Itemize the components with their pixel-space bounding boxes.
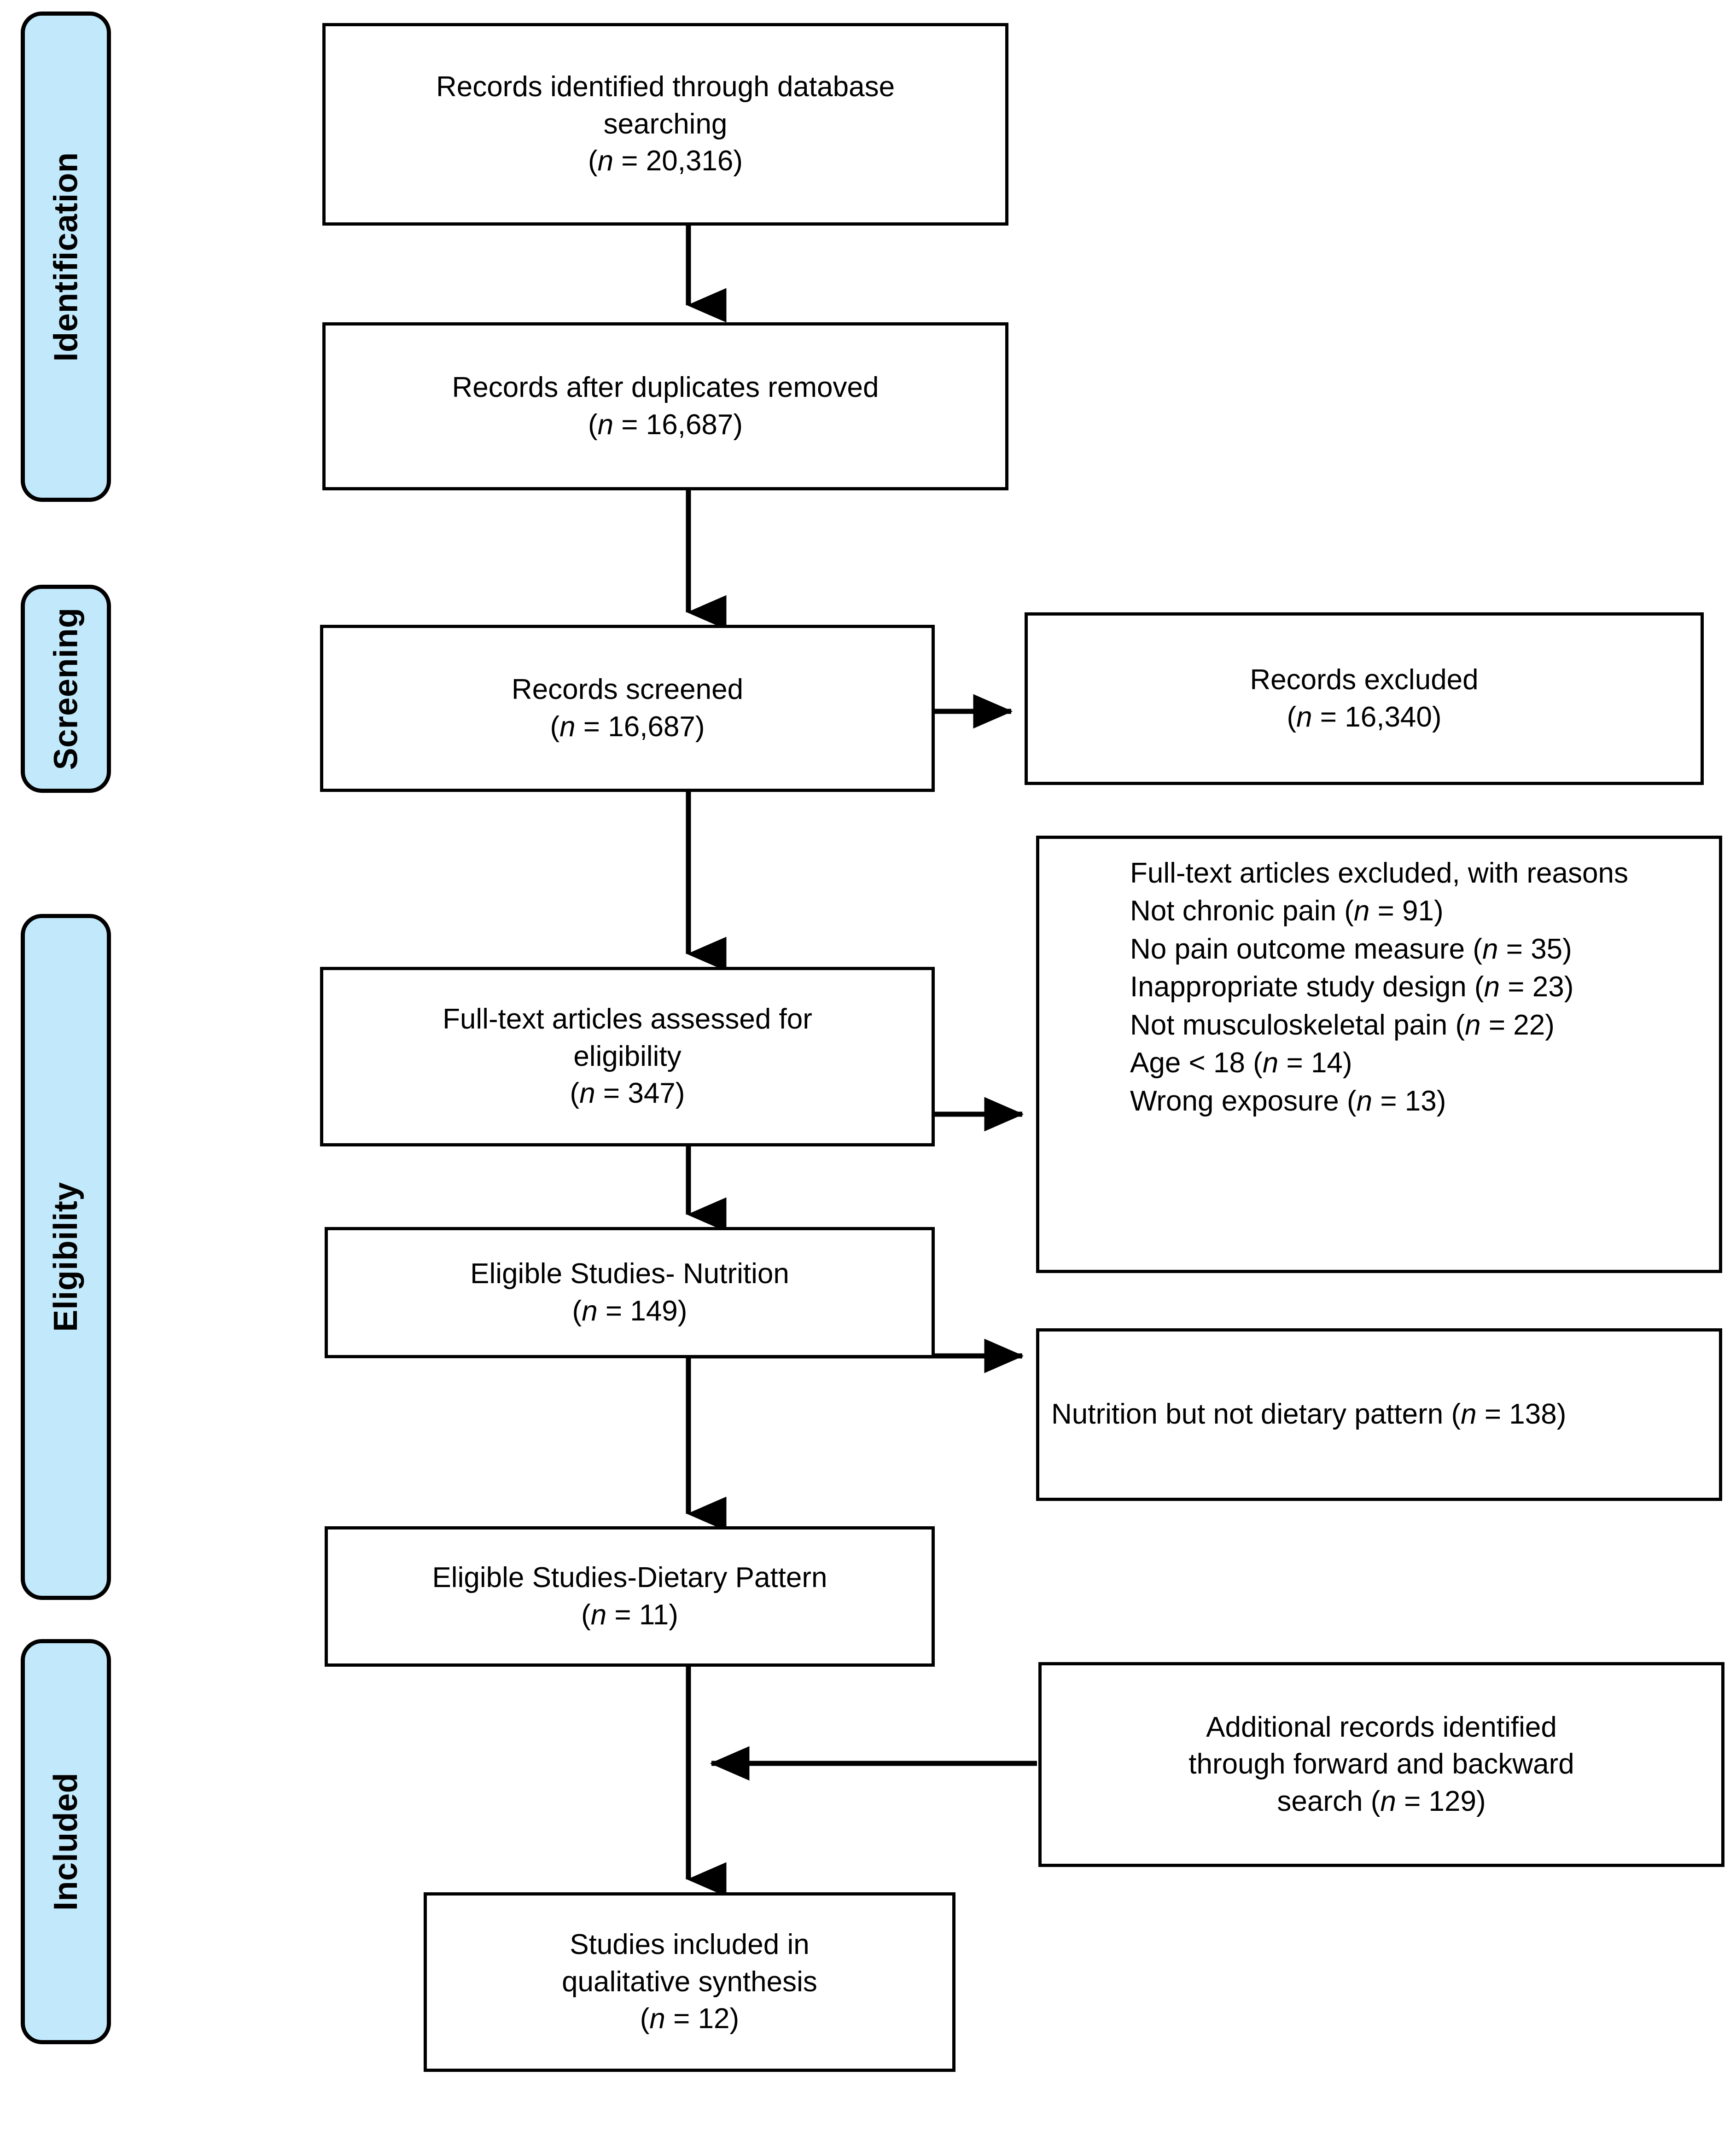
box-records-screened-text: Records screened (n = 16,687) xyxy=(512,671,743,745)
fulltext-assessed-value: 347 xyxy=(628,1077,676,1110)
reason-item: Not chronic pain (n = 91) xyxy=(1130,895,1444,927)
reason-item: Inappropriate study design (n = 23) xyxy=(1130,971,1574,1003)
eligible-nutrition-line1: Eligible Studies- Nutrition xyxy=(470,1257,789,1290)
box-eligible-dietary-text: Eligible Studies-Dietary Pattern (n = 11… xyxy=(432,1559,827,1634)
n-symbol: n xyxy=(559,710,576,743)
box-fulltext-assessed-text: Full-text articles assessed for eligibil… xyxy=(443,1001,812,1112)
records-excluded-count: (n = 16,340) xyxy=(1287,701,1442,733)
box-records-screened: Records screened (n = 16,687) xyxy=(320,625,935,792)
studies-included-count: (n = 12) xyxy=(640,2003,740,2035)
reason-item: No pain outcome measure (n = 35) xyxy=(1130,933,1572,965)
eligible-nutrition-value: 149 xyxy=(630,1295,678,1327)
nutrition-not-dietary-after: = 138) xyxy=(1476,1398,1567,1431)
n-symbol: n xyxy=(579,1077,595,1110)
reason-value: 13 xyxy=(1404,1085,1437,1117)
records-identified-count: (n = 20,316) xyxy=(588,145,743,177)
n-symbol: n xyxy=(1380,1785,1396,1817)
records-screened-count: (n = 16,687) xyxy=(550,710,705,743)
box-eligible-nutrition-text: Eligible Studies- Nutrition (n = 149) xyxy=(470,1256,789,1330)
box-fulltext-assessed: Full-text articles assessed for eligibil… xyxy=(320,967,935,1146)
records-after-duplicates-value: 16,687 xyxy=(646,408,734,441)
reason-value: 91 xyxy=(1402,895,1434,927)
n-symbol: n xyxy=(1484,971,1500,1003)
studies-included-line2: qualitative synthesis xyxy=(562,1966,817,1998)
reason-item: Wrong exposure (n = 13) xyxy=(1130,1085,1446,1117)
additional-records-before: search ( xyxy=(1277,1785,1381,1817)
n-symbol: n xyxy=(1262,1047,1279,1079)
fulltext-assessed-count: (n = 347) xyxy=(570,1077,685,1110)
stage-bar-eligibility: Eligibility xyxy=(21,914,111,1600)
records-after-duplicates-line1: Records after duplicates removed xyxy=(452,371,879,403)
stage-label-identification: Identification xyxy=(47,152,84,361)
reason-value: 22 xyxy=(1513,1009,1545,1041)
box-studies-included-text: Studies included in qualitative synthesi… xyxy=(562,1926,817,2038)
records-identified-line2: searching xyxy=(603,108,728,140)
fulltext-excluded-heading: Full-text articles excluded, with reason… xyxy=(1130,857,1628,889)
reason-label: Not chronic pain xyxy=(1130,895,1337,927)
box-records-after-duplicates: Records after duplicates removed (n = 16… xyxy=(322,322,1008,490)
reason-label: Not musculoskeletal pain xyxy=(1130,1009,1448,1041)
box-eligible-nutrition: Eligible Studies- Nutrition (n = 149) xyxy=(325,1227,935,1358)
reason-label: Age < 18 xyxy=(1130,1047,1245,1079)
stage-bar-screening: Screening xyxy=(21,585,111,793)
box-additional-records: Additional records identified through fo… xyxy=(1038,1662,1724,1867)
box-studies-included: Studies included in qualitative synthesi… xyxy=(424,1892,955,2072)
box-fulltext-excluded-text: Full-text articles excluded, with reason… xyxy=(1130,855,1628,1120)
box-additional-records-text: Additional records identified through fo… xyxy=(1188,1709,1574,1820)
stage-bar-identification: Identification xyxy=(21,12,111,502)
reason-item: Age < 18 (n = 14) xyxy=(1130,1047,1352,1079)
n-symbol: n xyxy=(1465,1009,1481,1041)
stage-label-screening: Screening xyxy=(47,607,84,770)
stage-label-included: Included xyxy=(47,1772,85,1911)
records-identified-value: 20,316 xyxy=(646,145,734,177)
reason-item: Not musculoskeletal pain (n = 22) xyxy=(1130,1009,1555,1041)
box-nutrition-not-dietary-text: Nutrition but not dietary pattern (n = 1… xyxy=(1051,1396,1566,1433)
n-symbol: n xyxy=(1482,933,1498,965)
records-identified-line1: Records identified through database xyxy=(436,71,895,103)
n-symbol: n xyxy=(1461,1398,1477,1431)
box-eligible-dietary: Eligible Studies-Dietary Pattern (n = 11… xyxy=(325,1526,935,1667)
box-records-identified: Records identified through database sear… xyxy=(322,23,1008,226)
box-records-excluded-text: Records excluded (n = 16,340) xyxy=(1250,662,1478,736)
reason-value: 14 xyxy=(1311,1047,1343,1079)
fulltext-assessed-line2: eligibility xyxy=(573,1040,682,1072)
nutrition-not-dietary-before: Nutrition but not dietary pattern ( xyxy=(1051,1398,1461,1431)
box-nutrition-not-dietary: Nutrition but not dietary pattern (n = 1… xyxy=(1036,1328,1722,1501)
records-excluded-value: 16,340 xyxy=(1345,701,1432,733)
fulltext-assessed-line1: Full-text articles assessed for xyxy=(443,1003,812,1035)
eligible-dietary-value: 11 xyxy=(639,1599,669,1631)
records-screened-line1: Records screened xyxy=(511,673,744,705)
records-screened-value: 16,687 xyxy=(608,710,695,743)
studies-included-line1: Studies included in xyxy=(570,1929,810,1961)
n-symbol: n xyxy=(1296,701,1312,733)
additional-records-after: = 129) xyxy=(1396,1785,1486,1817)
records-after-duplicates-count: (n = 16,687) xyxy=(588,408,743,441)
box-records-excluded: Records excluded (n = 16,340) xyxy=(1025,612,1704,785)
additional-records-line2: through forward and backward xyxy=(1188,1748,1574,1780)
box-records-identified-text: Records identified through database sear… xyxy=(436,69,895,180)
box-records-after-duplicates-text: Records after duplicates removed (n = 16… xyxy=(452,369,879,443)
reason-label: No pain outcome measure xyxy=(1130,933,1465,965)
reason-label: Inappropriate study design xyxy=(1130,971,1467,1003)
studies-included-value: 12 xyxy=(698,2003,730,2035)
reason-label: Wrong exposure xyxy=(1130,1085,1339,1117)
reason-value: 35 xyxy=(1531,933,1563,965)
box-fulltext-excluded: Full-text articles excluded, with reason… xyxy=(1036,836,1722,1273)
n-symbol: n xyxy=(1356,1085,1373,1117)
reason-value: 23 xyxy=(1532,971,1564,1003)
eligible-nutrition-count: (n = 149) xyxy=(572,1295,687,1327)
eligible-dietary-count: (n = 11) xyxy=(581,1599,678,1631)
additional-records-line1: Additional records identified xyxy=(1206,1711,1557,1743)
stage-bar-included: Included xyxy=(21,1639,111,2044)
records-excluded-line1: Records excluded xyxy=(1250,663,1479,696)
n-symbol: n xyxy=(582,1295,598,1327)
n-symbol: n xyxy=(1353,895,1370,927)
eligible-dietary-line1: Eligible Studies-Dietary Pattern xyxy=(432,1561,827,1593)
n-symbol: n xyxy=(649,2003,665,2035)
n-symbol: n xyxy=(597,145,614,177)
additional-records-line3: search (n = 129) xyxy=(1277,1785,1486,1817)
n-symbol: n xyxy=(590,1599,607,1631)
n-symbol: n xyxy=(597,408,614,441)
stage-label-eligibility: Eligibility xyxy=(47,1182,84,1332)
